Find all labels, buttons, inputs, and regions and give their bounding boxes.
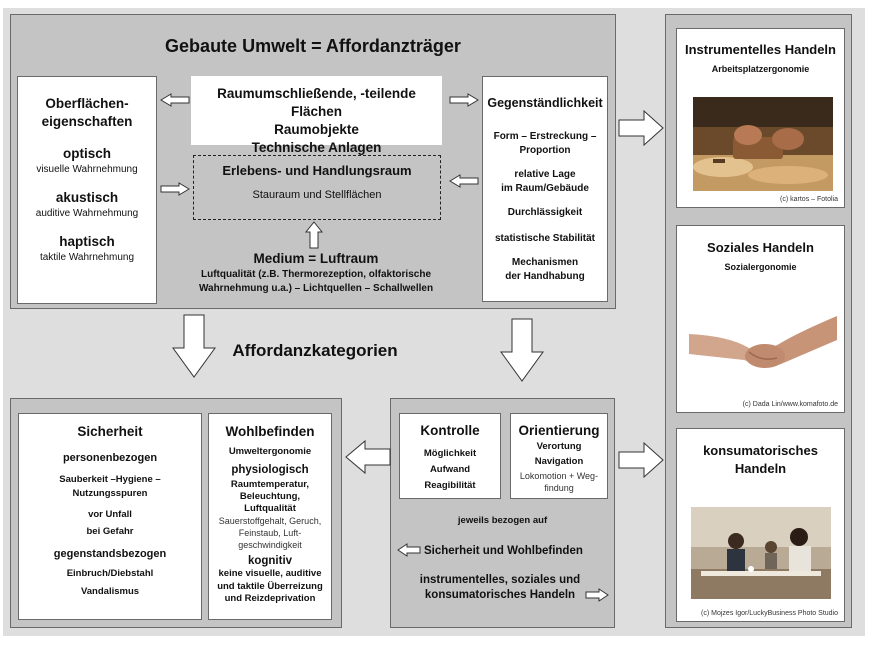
room-box: Raumumschließende, -teilende Flächen Rau… <box>191 76 442 155</box>
arrow-left-icon <box>345 439 391 475</box>
wellbeing-cognitive-item-3: und Reizdeprivation <box>224 593 316 604</box>
consumatory-title-line1: konsumatorisches <box>703 443 818 458</box>
security-box: Sicherheit personenbezogen Sauberkeit –H… <box>18 413 202 620</box>
orientation-item-4: findung <box>544 483 574 493</box>
medium-title: Medium = Luftraum <box>253 251 379 266</box>
objectivity-item-mechanism-2: der Handhabung <box>505 271 585 282</box>
arrow-right-icon <box>618 109 664 147</box>
objectivity-title: Gegenständlichkeit <box>487 96 603 110</box>
objectivity-box: Gegenständlichkeit Form – Erstreckung – … <box>482 76 608 302</box>
wellbeing-physio-normal-1: Sauerstoffgehalt, Geruch, <box>218 516 322 526</box>
arrow-right-icon <box>618 441 664 479</box>
experience-space-box: Erlebens- und Handlungsraum Stauraum und… <box>193 155 441 220</box>
consumatory-title-line2: Handeln <box>734 461 787 476</box>
surface-properties-box: Oberflächen- eigenschaften optisch visue… <box>17 76 157 304</box>
room-line2: Raumobjekte <box>274 122 359 137</box>
arrow-left-icon <box>449 174 479 188</box>
handshake-photo <box>689 316 837 368</box>
arrow-right-icon <box>585 588 609 602</box>
arrow-right-icon <box>449 93 479 107</box>
objectivity-item-form-2: Proportion <box>519 145 571 156</box>
wellbeing-cognitive-heading: kognitiv <box>247 555 293 567</box>
surface-title-line1: Oberflächen- <box>45 96 129 111</box>
consumatory-box: konsumatorisches Handeln (c) Mojzes Igor… <box>676 428 845 622</box>
medium-block: Medium = Luftraum Luftqualität (z.B. The… <box>168 250 464 296</box>
objectivity-item-mechanism-1: Mechanismen <box>511 257 579 268</box>
arrow-left-icon <box>397 543 421 557</box>
arrow-down-icon <box>172 314 216 378</box>
wellbeing-physio-normal-3: geschwindigkeit <box>238 540 302 550</box>
arrow-down-icon <box>500 318 544 382</box>
security-person-heading: personenbezogen <box>62 452 158 464</box>
social-box: Soziales Handeln Sozialergonomie (c) Dad… <box>676 225 845 413</box>
objectivity-item-position-1: relative Lage <box>514 169 576 180</box>
actions-line1: instrumentelles, soziales und <box>419 574 581 586</box>
wellbeing-cognitive-item-1: keine visuelle, auditive <box>218 568 322 579</box>
security-person-item-4: bei Gefahr <box>86 526 134 537</box>
room-line1: Raumumschließende, -teilende Flächen <box>217 86 416 119</box>
security-person-item-2: Nutzungsspuren <box>72 488 148 499</box>
objectivity-item-form-1: Form – Erstreckung – <box>493 131 597 142</box>
surface-acoustic-label: akustisch <box>55 190 119 205</box>
security-person-item-1: Sauberkeit –Hygiene – <box>59 474 161 485</box>
actions-line2: konsumatorisches Handeln <box>424 589 576 601</box>
orientation-item-2: Navigation <box>534 456 584 467</box>
room-line3: Technische Anlagen <box>251 140 382 155</box>
medium-line2: Wahrnehmung u.a.) – Lichtquellen – Schal… <box>198 283 434 294</box>
wellbeing-physio-bold-2: Beleuchtung, <box>239 491 301 502</box>
control-item-2: Aufwand <box>429 464 471 475</box>
surface-optical-label: optisch <box>62 146 111 161</box>
social-sub: Sozialergonomie <box>724 262 797 272</box>
instrumental-box: Instrumentelles Handeln Arbeitsplatzergo… <box>676 28 845 208</box>
security-object-item-2: Vandalismus <box>80 586 140 597</box>
orientation-title: Orientierung <box>518 423 600 438</box>
security-object-item-1: Einbruch/Diebstahl <box>66 568 154 579</box>
arrow-up-icon <box>304 221 324 249</box>
objectivity-item-position-2: im Raum/Gebäude <box>501 183 589 194</box>
orientation-item-1: Verortung <box>536 441 582 452</box>
wellbeing-title: Wohlbefinden <box>225 424 315 439</box>
experience-sub: Stauraum und Stellflächen <box>252 189 382 201</box>
wellbeing-physio-bold-3: Luftqualität <box>244 503 296 514</box>
wellbeing-box: Wohlbefinden Umweltergonomie physiologis… <box>208 413 332 620</box>
surface-haptic-label: haptisch <box>59 234 115 249</box>
social-title: Soziales Handeln <box>707 240 814 255</box>
security-wellbeing-label: Sicherheit und Wohlbefinden <box>424 545 583 557</box>
security-object-heading: gegenstandsbezogen <box>53 548 167 560</box>
control-box: Kontrolle Möglichkeit Aufwand Reagibilit… <box>399 413 501 499</box>
instrumental-sub: Arbeitsplatzergonomie <box>711 64 810 74</box>
control-title: Kontrolle <box>420 423 480 438</box>
surface-haptic-sub: taktile Wahrnehmung <box>39 252 135 263</box>
surface-optical-sub: visuelle Wahrnehmung <box>36 164 138 175</box>
arrow-left-icon <box>160 93 190 107</box>
security-title: Sicherheit <box>77 424 143 439</box>
wellbeing-cognitive-item-2: und taktile Überreizung <box>217 580 323 592</box>
orientation-box: Orientierung Verortung Navigation Lokomo… <box>510 413 608 499</box>
built-environment-title: Gebaute Umwelt = Affordanzträger <box>165 36 461 56</box>
control-item-1: Möglichkeit <box>423 448 477 459</box>
objectivity-item-permeability: Durchlässigkeit <box>507 207 583 218</box>
security-person-item-3: vor Unfall <box>88 509 132 520</box>
surface-title-line2: eigenschaften <box>41 114 133 129</box>
wellbeing-sub: Umweltergonomie <box>228 446 312 457</box>
instrumental-title: Instrumentelles Handeln <box>685 42 836 57</box>
objectivity-item-stability: statistische Stabilität <box>494 233 596 244</box>
surface-acoustic-sub: auditive Wahrnehmung <box>35 208 139 219</box>
categories-title: Affordanzkategorien <box>232 341 398 360</box>
wellbeing-physio-heading: physiologisch <box>231 464 309 476</box>
social-credit: (c) Dada Lin/www.komafoto.de <box>742 401 838 408</box>
consumatory-credit: (c) Mojzes Igor/LuckyBusiness Photo Stud… <box>701 610 838 617</box>
medium-line1: Luftqualität (z.B. Thermorezeption, olfa… <box>200 269 431 280</box>
related-to-label: jeweils bezogen auf <box>457 515 548 526</box>
experience-title: Erlebens- und Handlungsraum <box>222 163 412 178</box>
actions-label: instrumentelles, soziales und konsumator… <box>395 573 605 603</box>
control-item-3: Reagibilität <box>424 480 476 491</box>
arrow-right-icon <box>160 182 190 196</box>
wellbeing-physio-normal-2: Feinstaub, Luft- <box>238 528 302 538</box>
woodworking-hands-photo <box>693 97 833 191</box>
cafe-people-photo <box>691 507 831 599</box>
instrumental-credit: (c) kartos – Fotolia <box>780 196 838 203</box>
orientation-item-3: Lokomotion + Weg- <box>519 471 599 481</box>
wellbeing-physio-bold-1: Raumtemperatur, <box>230 479 310 490</box>
